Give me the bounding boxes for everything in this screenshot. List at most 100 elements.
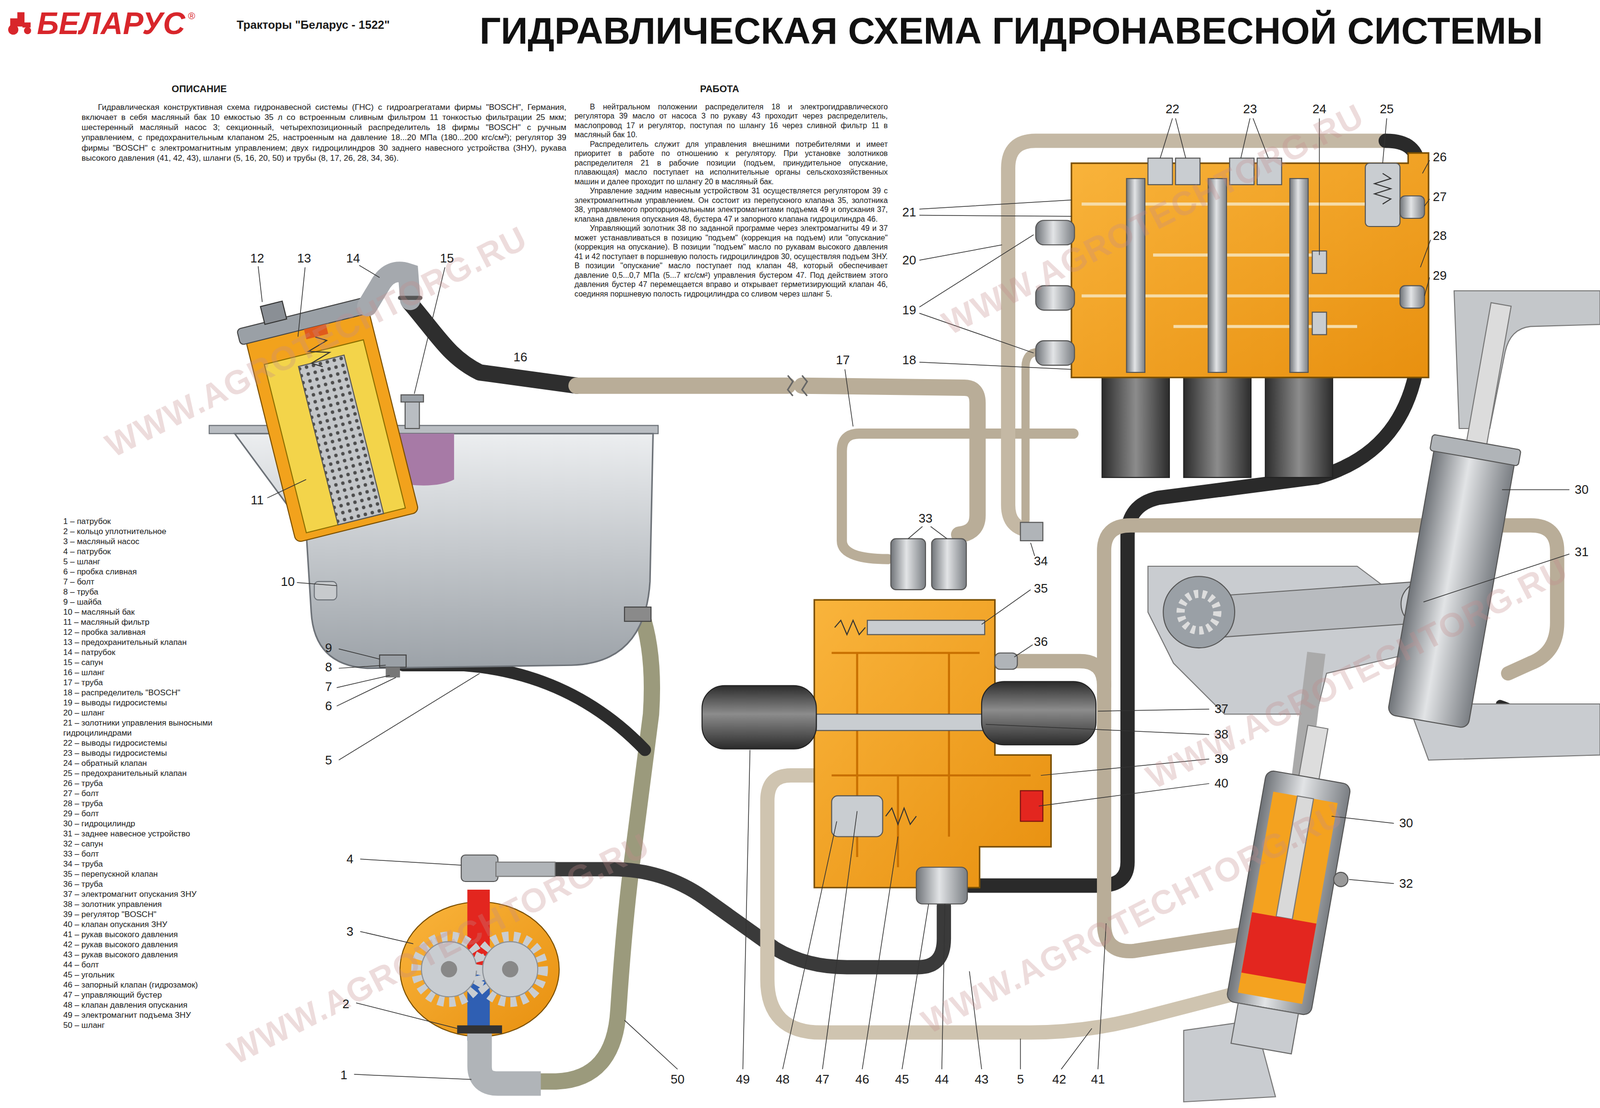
parts-list-item: 10 – масляный бак	[63, 607, 265, 618]
oil-filter	[260, 301, 288, 325]
parts-list-item: 48 – клапан давления опускания	[63, 1000, 265, 1011]
parts-list-item: 38 – золотник управления	[63, 899, 265, 910]
callout-number: 35	[1033, 581, 1049, 596]
oil-pump	[479, 1033, 542, 1084]
callout-number: 5	[1015, 1072, 1025, 1087]
paragraph-text: Управление задним навесным устройством 3…	[574, 186, 889, 224]
oil-pump	[457, 1025, 503, 1035]
hydraulic-regulator	[931, 539, 967, 590]
brand-logo-tractor	[8, 24, 19, 35]
callout-number: 14	[345, 251, 361, 265]
parts-list-item: 50 – шланг	[63, 1020, 265, 1031]
parts-list-item: 2 – кольцо уплотнительное	[63, 526, 265, 537]
parts-list-item: 26 – труба	[63, 778, 265, 789]
parts-list-item: 45 – угольник	[63, 970, 265, 981]
hydraulic-regulator	[701, 685, 817, 750]
watermark: WWW.AGROTECHTORG.RU	[915, 794, 1350, 1042]
parts-list-item: 32 – сапун	[63, 839, 265, 850]
text-column: В нейтральном положении распределителя 1…	[574, 102, 889, 300]
brand-name: БЕЛАРУС	[36, 6, 186, 41]
parts-list-item: 40 – клапан опускания ЗНУ	[63, 919, 265, 930]
diagram-title: ГИДРАВЛИЧЕСКАЯ СХЕМА ГИДРОНАВЕСНОЙ СИСТЕ…	[479, 10, 1543, 52]
callout-number: 44	[933, 1072, 950, 1087]
callout-number: 42	[1051, 1072, 1068, 1087]
callout-number: 41	[1090, 1072, 1107, 1087]
parts-list-item: 13 – предохранительный клапан	[63, 637, 265, 648]
callout-number: 20	[901, 253, 917, 267]
oil-pump	[477, 937, 543, 1003]
callout-number: 10	[279, 575, 296, 589]
parts-list-item: 37 – электромагнит опускания ЗНУ	[63, 889, 265, 900]
callout-number: 46	[854, 1072, 871, 1087]
pipe-break-mark	[787, 375, 794, 397]
hydraulic-distributor	[1399, 195, 1425, 219]
callout-number: 49	[734, 1072, 751, 1087]
parts-list-item: 29 – болт	[63, 808, 265, 819]
parts-list-item: 25 – предохранительный клапан	[63, 768, 265, 779]
callout-number: 47	[814, 1072, 831, 1087]
oil-filter	[298, 355, 384, 526]
oil-tank	[400, 395, 424, 403]
parts-list-item: 3 – масляный насос	[63, 536, 265, 547]
breather	[1333, 872, 1348, 888]
watermark: WWW.AGROTECHTORG.RU	[936, 96, 1371, 343]
section-heading: РАБОТА	[699, 83, 739, 95]
hydraulic-cylinder	[1230, 1003, 1299, 1055]
hydraulic-regulator	[981, 681, 1096, 746]
callout-number: 40	[1213, 776, 1230, 791]
parts-list-item: 33 – болт	[63, 849, 265, 860]
parts-list-item: 44 – болт	[63, 960, 265, 971]
callout-number: 24	[1311, 102, 1328, 116]
parts-list-item: 14 – патрубок	[63, 647, 265, 658]
callout-number: 12	[249, 251, 265, 265]
hydraulic-regulator	[834, 620, 866, 636]
hydraulic-distributor	[1102, 375, 1170, 478]
callout-number: 39	[1213, 752, 1230, 766]
hydraulic-regulator	[890, 539, 926, 590]
callout-number: 25	[1378, 102, 1395, 116]
callout-number: 13	[296, 251, 313, 265]
hydraulic-distributor	[1399, 285, 1425, 309]
callout-number: 38	[1213, 727, 1230, 742]
callout-number: 36	[1033, 635, 1049, 649]
callout-number: 37	[1213, 702, 1230, 716]
callout-number: 1	[339, 1068, 349, 1083]
parts-list-item: 9 – шайба	[63, 597, 265, 608]
parts-list-item: 42 – рукав высокого давления	[63, 939, 265, 951]
parts-list-item: 1 – патрубок	[63, 516, 265, 527]
hydraulic-regulator	[831, 795, 883, 837]
callout-number: 33	[917, 511, 934, 526]
callout-number: 30	[1573, 482, 1590, 497]
parts-list-item: 6 – пробка сливная	[63, 566, 265, 578]
callout-number: 31	[1573, 545, 1590, 559]
callout-number: 11	[249, 493, 265, 507]
callout-number: 27	[1431, 190, 1448, 204]
hydraulic-distributor	[1289, 178, 1309, 373]
parts-list-item: 27 – болт	[63, 788, 265, 799]
rear-hitch	[1180, 593, 1218, 631]
oil-pump	[482, 941, 538, 998]
hydraulic-cylinder	[1429, 434, 1521, 467]
parts-list-item: 17 – труба	[63, 677, 265, 688]
callout-number: 3	[345, 925, 355, 939]
rear-hitch	[1203, 581, 1429, 638]
parts-list-item: 16 – шланг	[63, 667, 265, 678]
parts-list-item: 7 – болт	[63, 577, 265, 588]
hydraulic-regulator	[916, 867, 968, 905]
parts-list-item: 30 – гидроцилиндр	[63, 818, 265, 830]
rear-hitch	[1147, 290, 1600, 1103]
watermark: WWW.AGROTECHTORG.RU	[1140, 550, 1575, 797]
paragraph-text: Управляющий золотник 38 по заданной прог…	[574, 223, 889, 299]
callout-number: 50	[669, 1072, 686, 1087]
parts-list-item: 21 – золотники управления выносными гидр…	[63, 718, 265, 739]
hydraulic-regulator	[885, 808, 917, 825]
brand-logo-tractor	[22, 22, 31, 28]
hydraulic-hose	[1025, 352, 1067, 521]
trademark-sign: ®	[188, 10, 196, 22]
callout-number: 29	[1431, 268, 1448, 283]
callout-number: 19	[901, 303, 917, 317]
callout-number: 2	[341, 997, 350, 1011]
callout-number: 15	[439, 251, 456, 265]
parts-list-item: 22 – выводы гидросистемы	[63, 738, 265, 749]
